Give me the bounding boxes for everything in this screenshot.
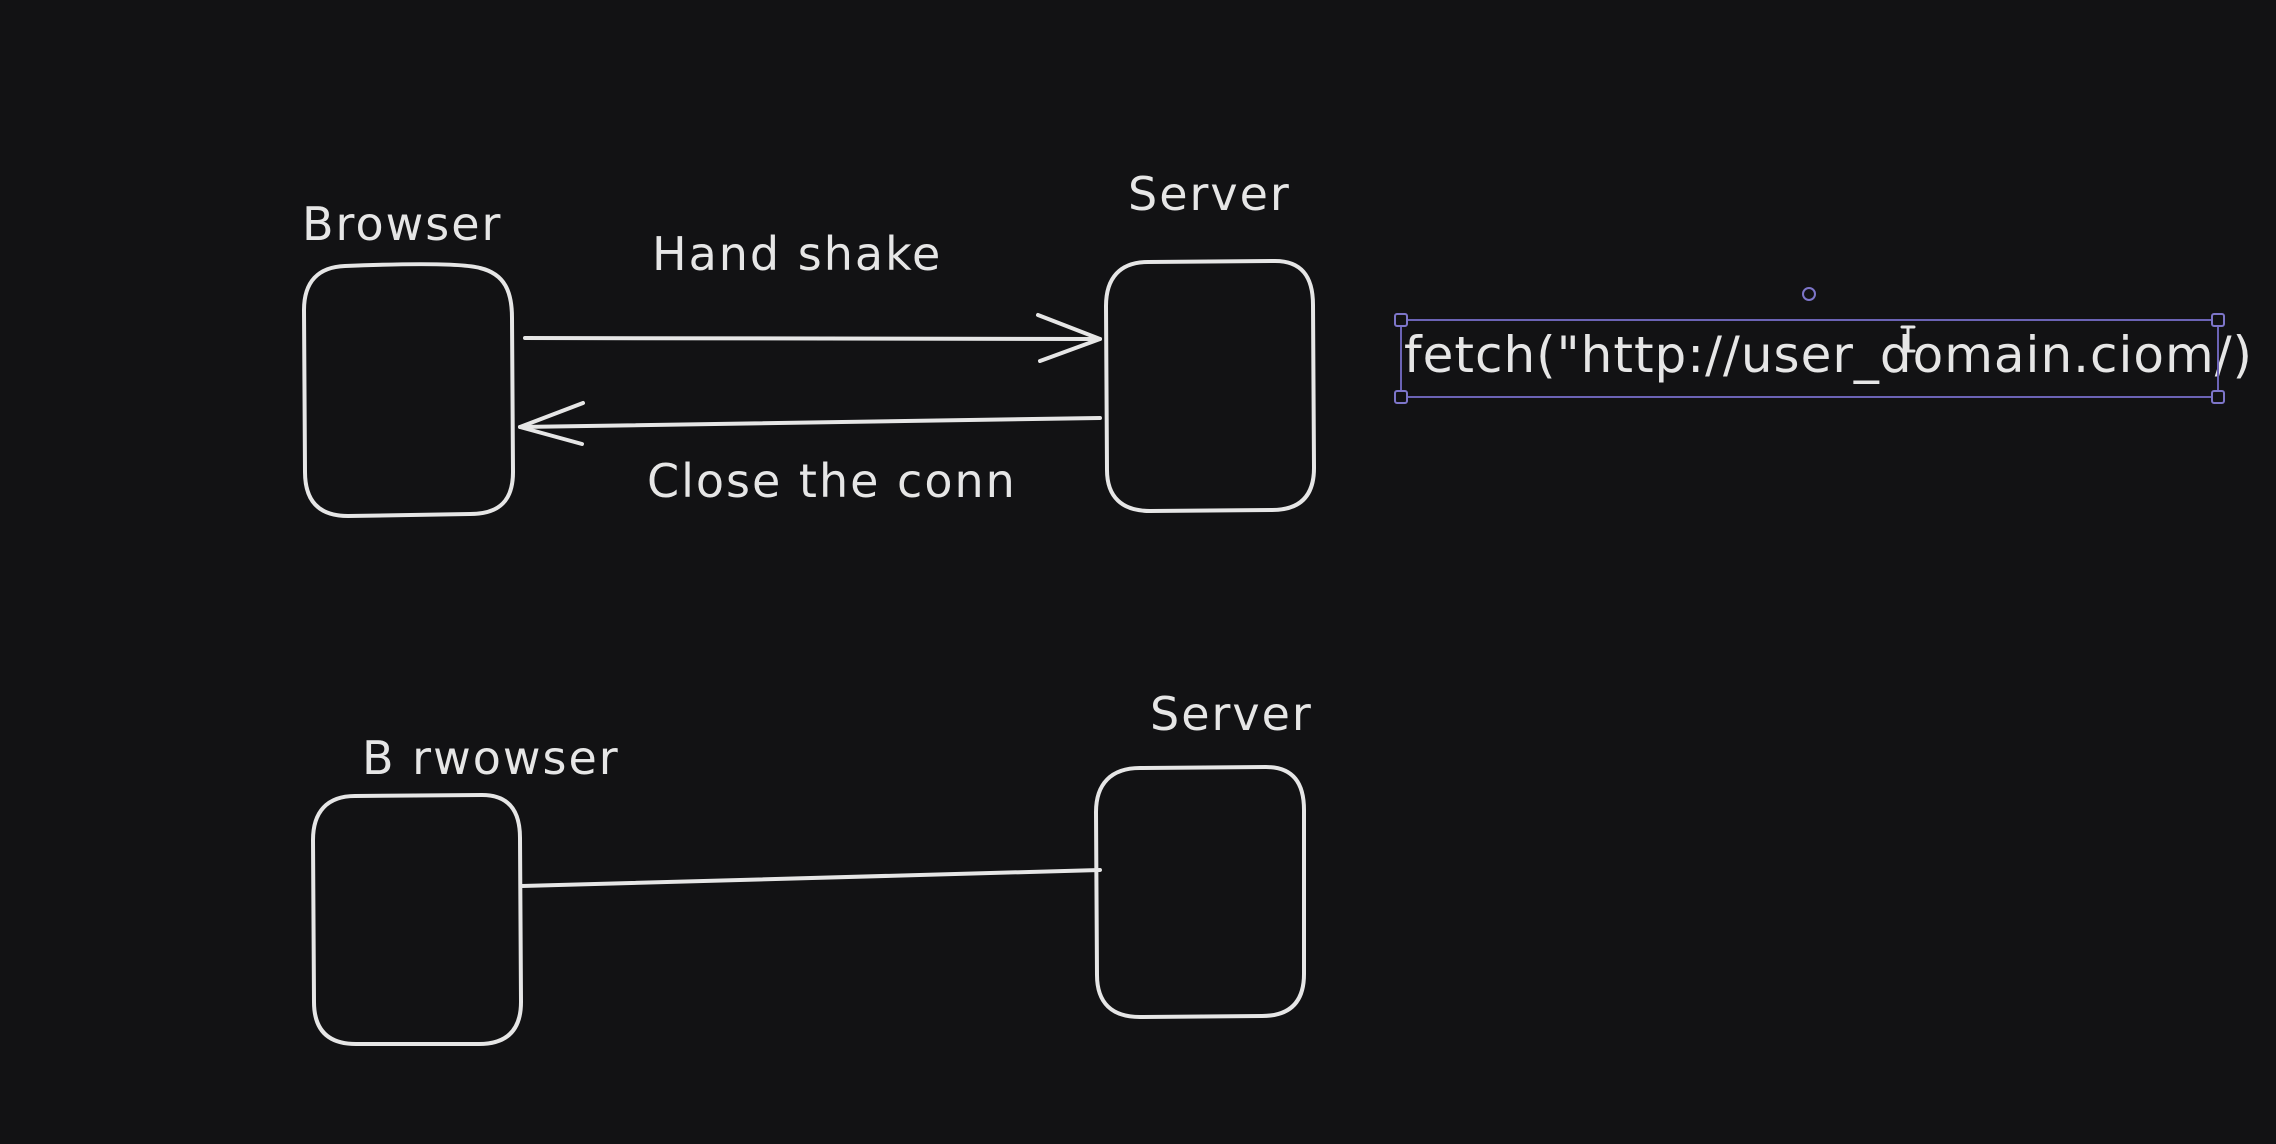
selection-box [1400,319,2219,398]
bottom-diagram: B rwowser Server [311,687,1313,1046]
top-server-label[interactable]: Server [1128,167,1291,221]
handshake-arrow[interactable] [523,313,1102,363]
fetch-text[interactable]: fetch("http://user_domain.ciom/) [1404,326,2253,384]
top-browser-label[interactable]: Browser [302,197,502,251]
bottom-server-box[interactable] [1094,765,1306,1019]
resize-handle-top-right[interactable] [2211,313,2225,327]
fetch-text-element[interactable]: fetch("http://user_domain.ciom/) [1394,287,2253,404]
rotate-handle[interactable] [1802,287,1816,301]
resize-handle-top-left[interactable] [1394,313,1408,327]
top-browser-box[interactable] [302,262,515,518]
close-connection-label[interactable]: Close the conn [647,454,1017,508]
resize-handle-bottom-left[interactable] [1394,390,1408,404]
close-connection-arrow[interactable] [518,401,1102,446]
bottom-browser-box[interactable] [311,793,523,1046]
bottom-browser-label[interactable]: B rwowser [362,731,620,785]
text-cursor-icon [1900,325,1916,353]
resize-handle-bottom-right[interactable] [2211,390,2225,404]
handshake-label[interactable]: Hand shake [652,227,942,281]
bottom-server-label[interactable]: Server [1150,687,1313,741]
top-server-box[interactable] [1104,259,1316,513]
persistent-connection-line[interactable] [520,868,1102,888]
top-diagram: Browser Server Hand shake Close the conn [302,167,1316,518]
